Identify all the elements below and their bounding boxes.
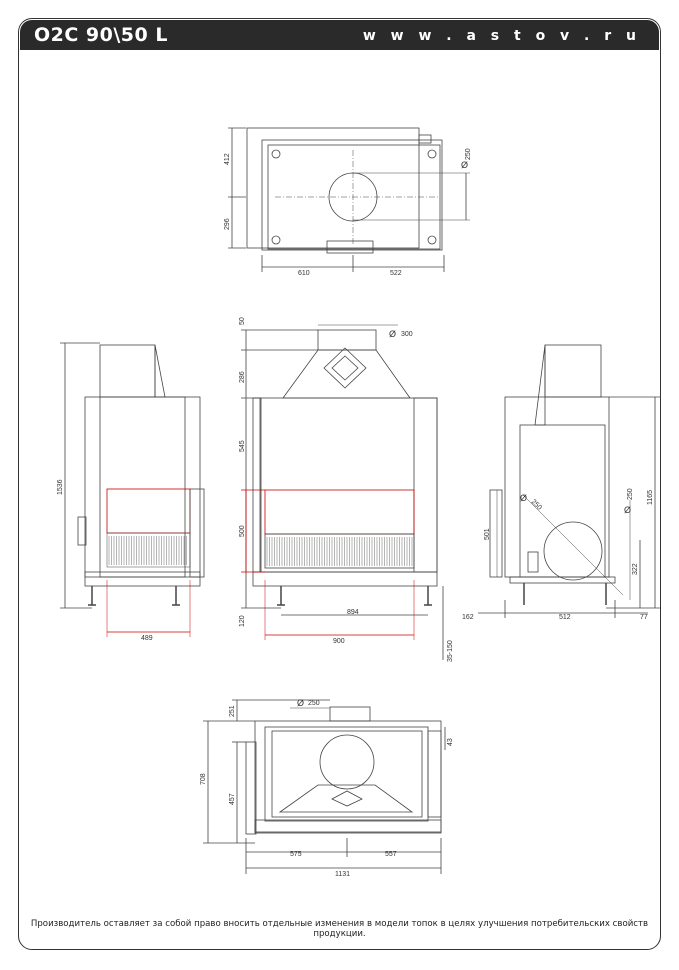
dim-side-1536: 1536 xyxy=(57,479,64,495)
footer-note: Производитель оставляет за собой право в… xyxy=(30,919,649,939)
dim-rear-501: 501 xyxy=(484,528,491,540)
dim-top-412: 412 xyxy=(224,153,231,165)
dim-rear-322: 322 xyxy=(632,563,639,575)
dim-side-489: 489 xyxy=(141,635,153,642)
dim-front-900: 900 xyxy=(333,638,345,645)
bottom-view: 708 457 251 Ø 250 43 575 557 1131 xyxy=(200,698,454,878)
dia-rear-250a: 250 xyxy=(530,498,543,511)
side-view: 1536 489 xyxy=(57,342,205,642)
dim-front-50: 50 xyxy=(239,317,246,325)
website-link[interactable]: w w w . a s t o v . r u xyxy=(362,28,641,44)
dim-front-500: 500 xyxy=(239,525,246,537)
dim-front-120: 120 xyxy=(239,615,246,627)
dim-bottom-1131: 1131 xyxy=(335,871,350,878)
dia-front-300: 300 xyxy=(401,331,413,338)
dia-rear-symbol-a: Ø xyxy=(520,493,527,503)
model-title: O2C 90\50 L xyxy=(34,24,168,46)
dim-top-522: 522 xyxy=(390,270,402,277)
dim-front-286: 286 xyxy=(239,371,246,383)
header-bar xyxy=(20,20,659,50)
drawing-frame xyxy=(18,18,661,950)
dim-bottom-251: 251 xyxy=(229,705,236,717)
dim-rear-162: 162 xyxy=(462,614,474,621)
dia-top-symbol: Ø xyxy=(461,160,468,170)
dim-rear-77: 77 xyxy=(640,614,648,621)
dim-bottom-575: 575 xyxy=(290,851,302,858)
dia-front-symbol: Ø xyxy=(389,329,396,339)
dim-bottom-457: 457 xyxy=(229,793,236,805)
dim-bottom-557: 557 xyxy=(385,851,397,858)
dim-front-894: 894 xyxy=(347,609,359,616)
top-view: 412 296 610 522 Ø 250 xyxy=(224,127,472,277)
dim-front-35-150: 35-150 xyxy=(447,640,454,662)
front-view: 50 286 545 500 120 Ø 300 894 900 35-150 xyxy=(239,317,454,662)
dim-bottom-708: 708 xyxy=(200,773,207,785)
dim-top-296: 296 xyxy=(224,218,231,230)
dia-bottom-symbol: Ø xyxy=(297,698,304,708)
dim-rear-512: 512 xyxy=(559,614,571,621)
dia-rear-symbol-b: Ø xyxy=(624,505,631,515)
dim-front-545: 545 xyxy=(239,440,246,452)
dim-top-610: 610 xyxy=(298,270,310,277)
dia-top-250: 250 xyxy=(465,148,472,160)
dim-bottom-43: 43 xyxy=(447,738,454,746)
rear-view: 1165 322 Ø 250 501 Ø 250 162 512 77 xyxy=(462,344,660,621)
dim-rear-1165: 1165 xyxy=(647,490,654,505)
dia-bottom-250: 250 xyxy=(308,700,320,707)
dia-rear-250b: 250 xyxy=(627,488,634,500)
